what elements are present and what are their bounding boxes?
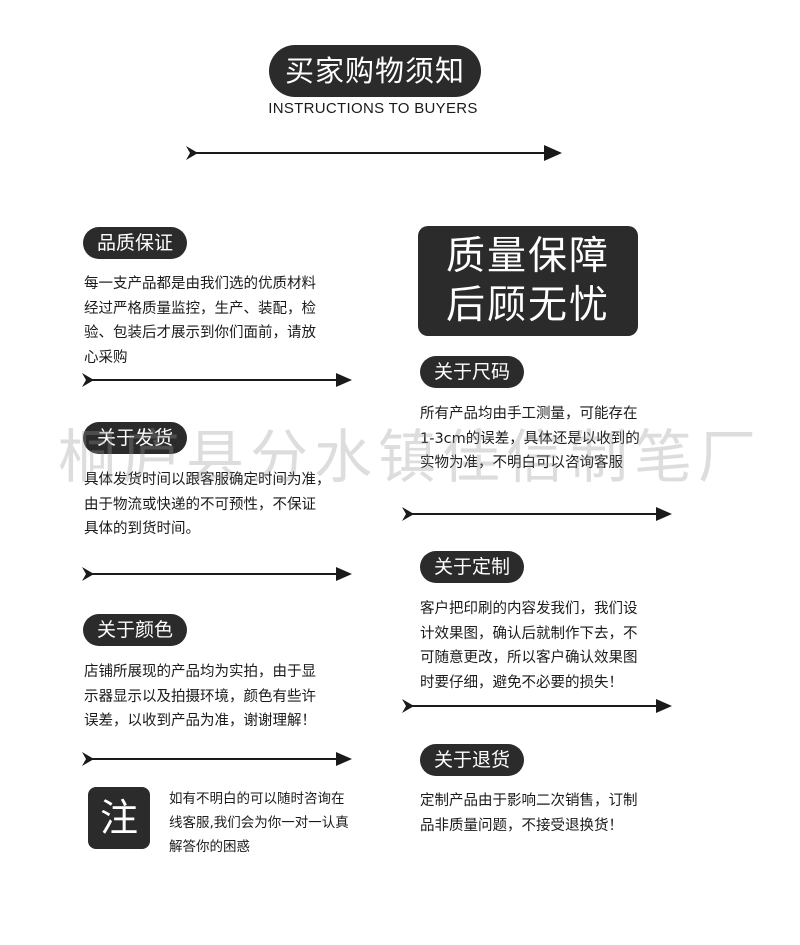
- section-title-color: 关于颜色: [83, 614, 188, 646]
- section-text-size: 所有产品均由手工测量，可能存在 1-3cm的误差，具体还是以收到的 实物为准，不…: [420, 406, 640, 471]
- section-text-color: 店铺所展现的产品均为实拍，由于显 示器显示以及拍摄环境，颜色有些许 误差，以收到…: [84, 664, 316, 729]
- page-title: 买家购物须知: [269, 45, 481, 97]
- note-text: 如有不明白的可以随时咨询在 线客服,我们会为你一对一认真 解答你的困惑: [169, 791, 349, 855]
- quality-line-2: 后顾无忧: [445, 283, 610, 328]
- arrow-right-icon: [402, 506, 672, 522]
- section-title-quality: 品质保证: [83, 227, 188, 259]
- quality-line-1: 质量保障: [445, 234, 610, 279]
- section-title-shipping: 关于发货: [83, 422, 188, 454]
- arrow-right-icon: [82, 566, 352, 582]
- arrow-right-icon: [186, 145, 562, 161]
- page-subtitle: INSTRUCTIONS TO BUYERS: [268, 100, 478, 117]
- section-text-custom: 客户把印刷的内容发我们，我们设 计效果图，确认后就制作下去，不 可随意更改，所以…: [420, 601, 638, 691]
- quality-guarantee-box: 质量保障 后顾无忧: [418, 226, 638, 336]
- section-text-quality: 每一支产品都是由我们选的优质材料 经过严格质量监控，生产、装配，检 验、包装后才…: [84, 276, 316, 366]
- section-title-returns: 关于退货: [420, 744, 525, 776]
- note-badge: 注: [88, 787, 150, 849]
- arrow-right-icon: [402, 698, 672, 714]
- section-title-custom: 关于定制: [420, 551, 525, 583]
- section-title-size: 关于尺码: [420, 356, 525, 388]
- section-text-shipping: 具体发货时间以跟客服确定时间为准， 由于物流或快递的不可预性，不保证 具体的到货…: [84, 472, 331, 537]
- arrow-right-icon: [82, 751, 352, 767]
- section-text-returns: 定制产品由于影响二次销售，订制 品非质量问题，不接受退换货！: [420, 793, 638, 834]
- arrow-right-icon: [82, 372, 352, 388]
